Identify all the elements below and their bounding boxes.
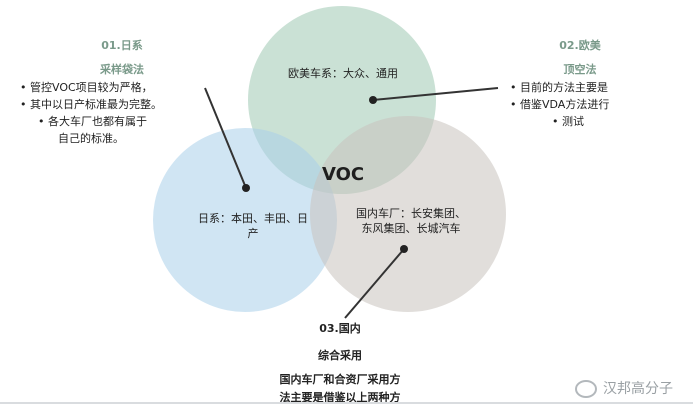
center-label: VOC	[322, 164, 365, 185]
domestic-callout-subtitle: 综合采用	[318, 349, 362, 362]
japan-callout-subtitle: 采样袋法	[100, 63, 144, 76]
japan-circle-label: 日系：本田、丰田、日产	[198, 212, 308, 240]
japan-callout-title: 01.日系	[101, 39, 143, 52]
japan-bullet: 管控VOC项目较为严格，	[20, 80, 153, 95]
domestic-callout-desc-line1: 国内车厂和合资厂采用方	[279, 373, 401, 386]
europe-bullet: 借鉴VDA方法进行	[510, 97, 609, 112]
japan-circle	[153, 128, 337, 312]
domestic-circle	[310, 116, 506, 312]
domestic-connector-dot	[400, 245, 408, 253]
wechat-logo-icon	[575, 380, 597, 398]
domestic-circle-label: 国内车厂：长安集团、东风集团、长城汽车	[356, 207, 466, 235]
japan-connector-dot	[242, 184, 250, 192]
europe-bullet: 测试	[552, 114, 584, 129]
watermark: 汉邦高分子	[575, 378, 673, 398]
europe-connector	[372, 87, 499, 101]
europe-circle-label: 欧美车系：大众、通用	[288, 67, 398, 80]
europe-callout-title: 02.欧美	[559, 39, 601, 52]
japan-bullet-continued: 自己的标准。	[58, 132, 124, 145]
watermark-text: 汉邦高分子	[603, 381, 673, 397]
japan-bullet: 各大车厂也都有属于	[38, 114, 147, 129]
domestic-callout-desc-line2: 法主要是借鉴以上两种方	[279, 391, 401, 404]
domestic-callout-title: 03.国内	[319, 322, 361, 335]
domestic-connector	[344, 248, 405, 319]
europe-bullet: 目前的方法主要是	[510, 80, 608, 95]
japan-bullet: 其中以日产标准最为完整。	[20, 97, 162, 112]
japan-connector	[204, 87, 247, 189]
europe-callout-subtitle: 顶空法	[563, 63, 597, 76]
europe-connector-dot	[369, 96, 377, 104]
footer-divider	[0, 402, 693, 404]
